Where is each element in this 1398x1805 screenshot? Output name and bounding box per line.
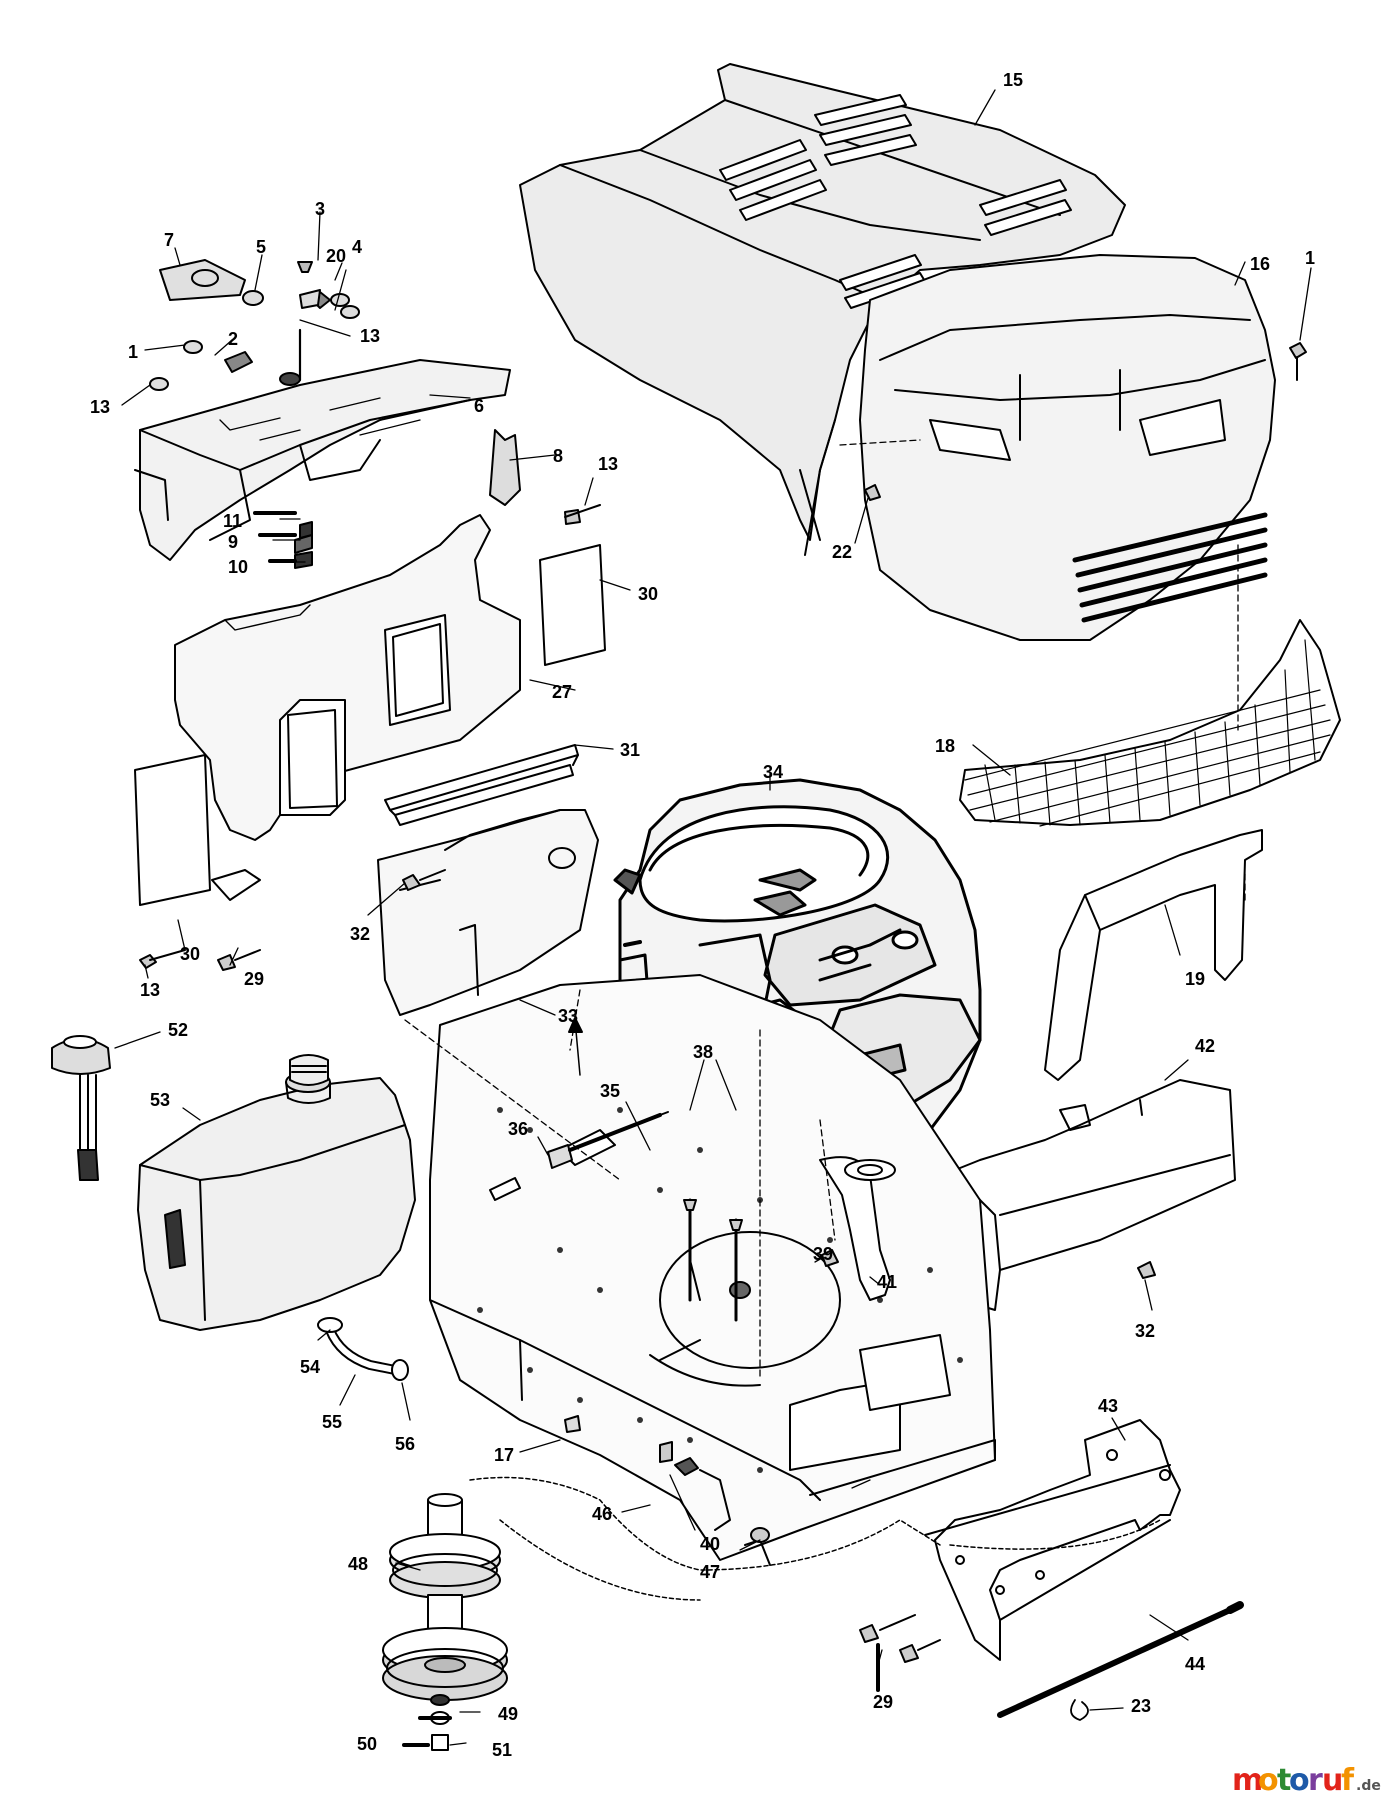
watermark-letter: m (1232, 1763, 1263, 1798)
hood-bracket (1044, 829, 1263, 1081)
front-bumper (924, 1419, 1181, 1661)
callout-30: 30 (638, 584, 658, 604)
callout-49: 49 (498, 1704, 518, 1724)
callout-51: 51 (492, 1740, 512, 1760)
callout-6: 6 (474, 396, 484, 416)
callout-30: 30 (180, 944, 200, 964)
callout-10: 10 (228, 557, 248, 577)
callout-42: 42 (1195, 1036, 1215, 1056)
fuel-tank (137, 1054, 416, 1331)
callout-56: 56 (395, 1434, 415, 1454)
callout-41: 41 (877, 1272, 897, 1292)
watermark-letter: f (1341, 1763, 1355, 1798)
callout-36: 36 (508, 1119, 528, 1139)
side-plate-right (539, 544, 606, 666)
front-grille-housing (859, 254, 1276, 641)
callout-1: 1 (128, 342, 138, 362)
callout-27: 27 (552, 682, 572, 702)
callout-4: 4 (352, 237, 362, 257)
callout-29: 29 (873, 1692, 893, 1712)
callout-47: 47 (700, 1562, 720, 1582)
callout-3: 3 (315, 199, 325, 219)
callout-19: 19 (1185, 969, 1205, 989)
callout-20: 20 (326, 246, 346, 266)
hood (519, 63, 1126, 556)
callout-23: 23 (1131, 1696, 1151, 1716)
callout-11: 11 (223, 511, 242, 531)
callout-22: 22 (832, 542, 852, 562)
callout-35: 35 (600, 1081, 620, 1101)
callout-54: 54 (300, 1357, 320, 1377)
belt-route (469, 1476, 941, 1571)
callout-53: 53 (150, 1090, 170, 1110)
callout-43: 43 (1098, 1396, 1118, 1416)
callout-7: 7 (164, 230, 174, 250)
callout-40: 40 (700, 1534, 720, 1554)
watermark-letter: o (1289, 1763, 1310, 1798)
callout-46: 46 (592, 1504, 612, 1524)
pulley-assembly (382, 1493, 508, 1751)
callout-9: 9 (228, 532, 238, 552)
dash-panel (134, 259, 511, 561)
callout-17: 17 (494, 1445, 514, 1465)
callout-32: 32 (1135, 1321, 1155, 1341)
motoruf-watermark: m o t o r u f .de (1232, 1763, 1381, 1798)
alignment-lines (404, 439, 1246, 1381)
pointer-bars (253, 511, 880, 1747)
callout-50: 50 (357, 1734, 377, 1754)
callout-38: 38 (693, 1042, 713, 1062)
callout-31: 31 (620, 740, 640, 760)
callout-labels: 15 16 1 3 7 5 20 4 1 2 13 13 6 8 13 22 1… (90, 70, 1315, 1760)
callout-8: 8 (553, 446, 563, 466)
chassis-frame (429, 974, 996, 1566)
callout-2: 2 (228, 329, 238, 349)
brace-bar (384, 744, 579, 826)
callout-32: 32 (350, 924, 370, 944)
callout-13: 13 (360, 326, 380, 346)
watermark-letter: o (1258, 1763, 1279, 1798)
side-plate-left (134, 754, 261, 906)
fuel-hose (317, 1317, 409, 1381)
watermark-letter: u (1322, 1763, 1343, 1798)
callout-44: 44 (1185, 1654, 1205, 1674)
callout-15: 15 (1003, 70, 1023, 90)
callout-13: 13 (140, 980, 160, 1000)
callout-18: 18 (935, 736, 955, 756)
callout-39: 39 (813, 1244, 833, 1264)
callout-52: 52 (168, 1020, 188, 1040)
fuel-cap-gauge (51, 1035, 111, 1181)
callout-34: 34 (763, 762, 783, 782)
callout-48: 48 (348, 1554, 368, 1574)
callout-16: 16 (1250, 254, 1270, 274)
callout-13: 13 (598, 454, 618, 474)
callout-5: 5 (256, 237, 266, 257)
axle-rod (997, 1601, 1244, 1721)
heat-shield (377, 809, 599, 1016)
watermark-suffix: .de (1356, 1778, 1381, 1794)
watermark-letter: r (1308, 1763, 1323, 1798)
callout-1: 1 (1305, 248, 1315, 268)
watermark-letter: t (1277, 1763, 1291, 1798)
hardware (139, 289, 1307, 1663)
firewall-panel (174, 514, 521, 841)
callout-13: 13 (90, 397, 110, 417)
callout-33: 33 (558, 1006, 578, 1026)
callout-29: 29 (244, 969, 264, 989)
callout-55: 55 (322, 1412, 342, 1432)
grille-screen (959, 619, 1341, 827)
